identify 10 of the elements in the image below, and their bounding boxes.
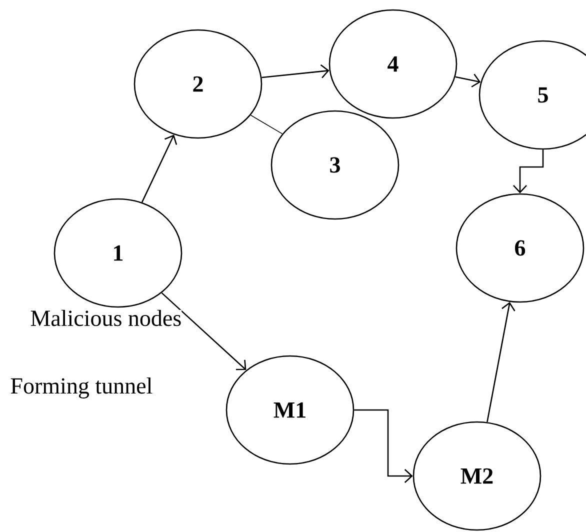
arrow [141,134,178,203]
arrow [513,150,544,194]
arrow [161,292,246,370]
arrow [262,64,330,78]
note-label: Malicious nodes [30,310,182,326]
connector-line [250,114,283,134]
note-label: Forming tunnel [10,378,153,398]
arrow [455,74,481,88]
arrow [486,302,516,422]
arrow [354,409,413,483]
